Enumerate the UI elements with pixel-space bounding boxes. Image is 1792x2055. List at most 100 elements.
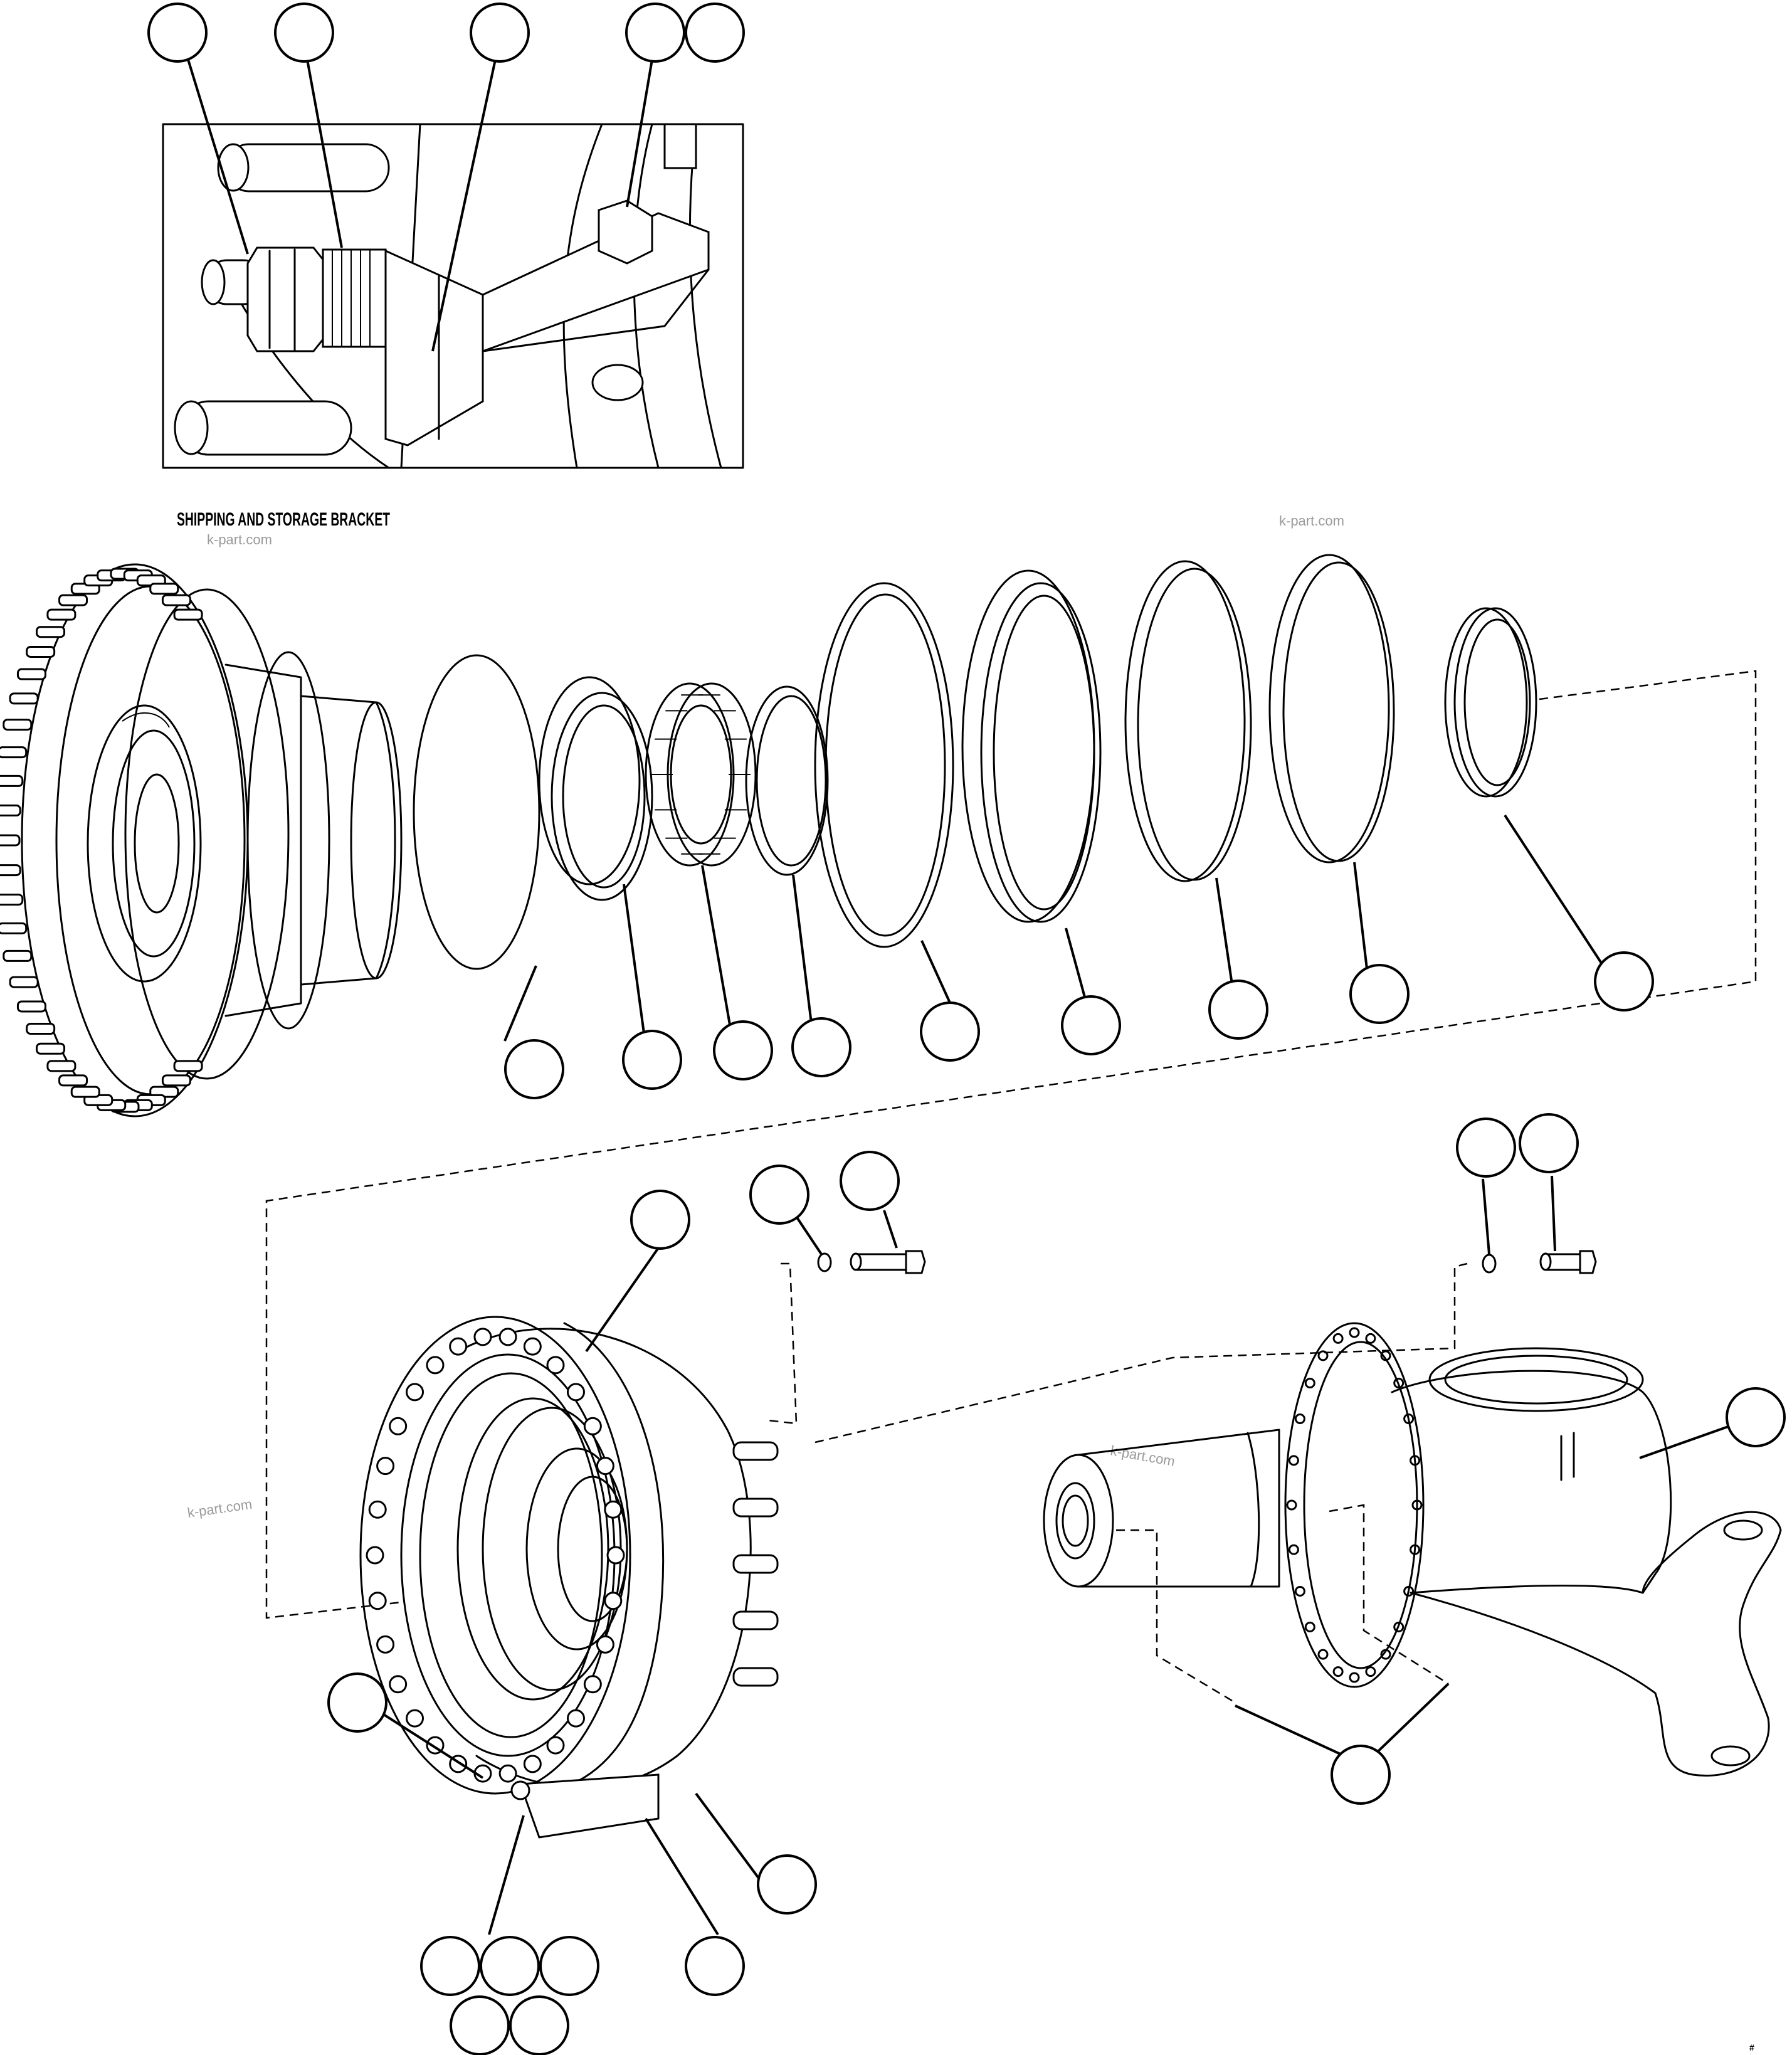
flange-hole [1403,1413,1415,1424]
assembly-path-upper [1539,670,1757,998]
callout-20 [1726,1387,1786,1447]
flange-hole [1304,1378,1315,1389]
wheel-stud [3,719,33,731]
flange-hole [1349,1672,1360,1683]
wheel-stud [9,692,39,705]
wheel-stud [161,1074,191,1087]
hub-bolt [426,1356,445,1375]
callout-4 [625,3,685,63]
wheel-stud [16,1000,46,1013]
callout-1 [147,3,208,63]
hub-bolt [368,1592,387,1610]
hub-bolt [498,1328,517,1346]
flange-hole [1332,1333,1344,1344]
wheel-stud [58,1074,88,1087]
flange-hole [1380,1649,1391,1660]
hub-bolt [523,1337,542,1356]
callout-24 [685,1936,745,1996]
tapered-roller-bearing-cone [645,682,757,867]
callout-2 [274,3,334,63]
wheel-stud [36,626,66,638]
hub-bolt [406,1383,424,1402]
callout-27 [539,1936,599,1996]
wheel-stud [26,645,56,658]
spindle-leader-path-a [1116,1529,1236,1704]
flange-hole [1288,1544,1299,1555]
wheel-stud [46,1060,76,1072]
callout-23 [757,1854,817,1915]
callout-15 [630,1190,690,1250]
wheel-stud [58,594,88,606]
callout-8 [713,1020,773,1080]
hub-bolt [389,1675,408,1694]
flange-hole [1393,1621,1405,1632]
hub-bolt [596,1635,614,1654]
flange-hole [1349,1327,1360,1338]
flange-hole [1365,1666,1376,1677]
flange-hole [1410,1455,1421,1466]
seal-ring-b [1268,554,1395,864]
bearing-cup [538,676,653,901]
watermark-2: k-part.com [1279,513,1344,529]
hub-to-spindle-path [814,1262,1468,1444]
flange-hole [1380,1350,1391,1361]
callout-17 [840,1151,900,1211]
callout-26 [480,1936,540,1996]
hub-bolt [498,1764,517,1783]
side-studs [732,1441,779,1687]
callout-25 [420,1936,480,1996]
hub-bolt [523,1755,542,1773]
callout-11 [1061,995,1121,1055]
side-stud [732,1610,779,1630]
wheel-stud [161,594,191,606]
wheel-stud [149,583,179,595]
hub-bolt [366,1546,384,1565]
bolt-path-left [767,1262,798,1425]
callout-12 [1208,980,1268,1040]
wheel-stud [0,834,21,847]
callout-7 [622,1030,682,1090]
seal-housing [961,569,1102,923]
wheel-stud [0,922,28,934]
callout-9 [791,1017,851,1077]
o-ring-seal [413,654,540,970]
hub-bolt [606,1546,625,1565]
wheel-stud [46,608,76,621]
callout-13 [1349,964,1410,1024]
bolt-washer-right [1482,1250,1597,1274]
callout-16 [749,1165,809,1225]
callout-6 [504,1039,564,1099]
flange-holes [1286,1327,1423,1683]
hub-bolt [376,1635,395,1654]
sheet-mark: # [1749,2042,1754,2052]
bolt-washer-left [817,1250,926,1274]
callouts [147,3,1786,2055]
hub-bolt [596,1457,614,1476]
retaining-ring [814,582,954,948]
wheel-stud [70,1086,100,1098]
hub-bolt [389,1417,408,1435]
wheel-stud [0,774,24,787]
flange-hole [1410,1544,1421,1555]
wheel-stud [16,668,46,680]
flange-hole [1286,1499,1297,1511]
wheel-stud [0,894,24,906]
hub-bolt [546,1736,565,1755]
assembly-path-middle [265,996,1643,1619]
callout-5 [685,3,745,63]
seal-ring-a [1124,560,1252,882]
callout-19 [1519,1113,1579,1173]
wheel-stud [36,1042,66,1055]
hub-bolt [583,1675,602,1694]
wheel-stud [9,976,39,988]
wheel-stud [173,1060,203,1072]
wheel-stud [3,949,33,962]
flange-hole [1411,1499,1423,1511]
hub-bolt [546,1356,565,1375]
flange-hole [1294,1586,1305,1597]
spindle-housing [1043,1322,1782,1777]
shipping-bracket-inset [162,123,744,469]
watermark-3: k-part.com [186,1496,253,1521]
flange-hole [1294,1413,1305,1424]
callout-28 [450,1995,510,2055]
